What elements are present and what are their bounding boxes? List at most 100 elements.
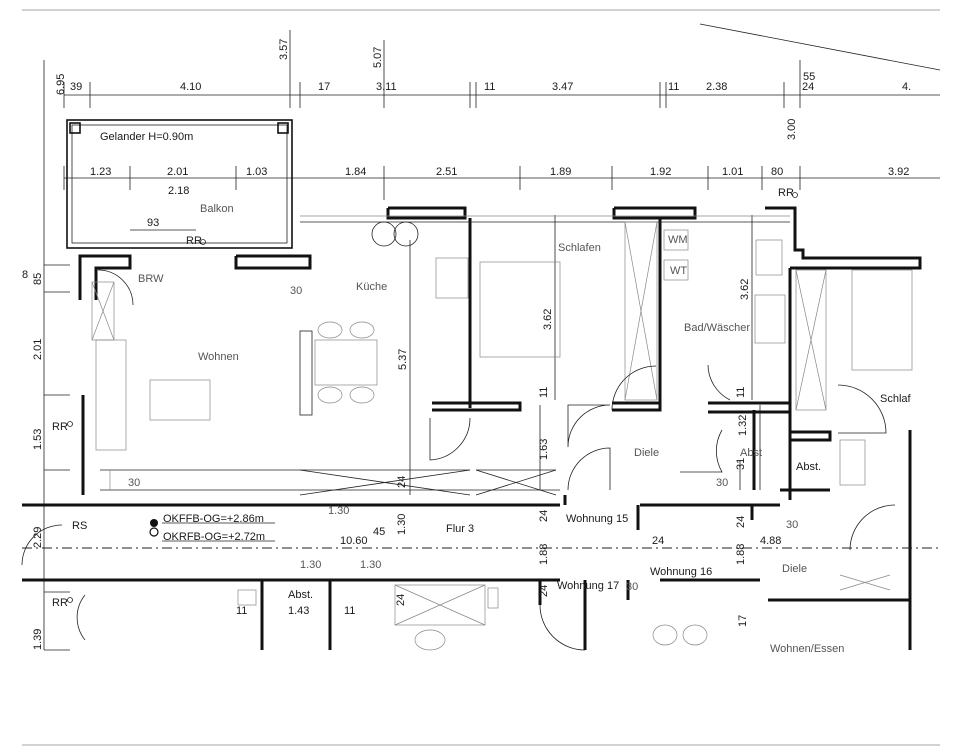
small-30e: 30 — [626, 581, 638, 593]
interior-lines — [91, 215, 913, 651]
dim-top-1: 39 — [70, 81, 82, 93]
dim-interior-17: 4.88 — [760, 535, 781, 547]
dim-interior-7: 1.63 — [538, 439, 550, 460]
wt-label: WT — [670, 265, 687, 277]
dim-interior-10: 24 — [396, 476, 408, 488]
small-130b: 1.30 — [300, 559, 321, 571]
dim-second-1: 1.23 — [90, 166, 111, 178]
room-label-kuche: Küche — [356, 281, 387, 293]
dim-top-7: 11 — [484, 81, 495, 93]
dim-interior-24: 24 — [395, 594, 407, 606]
door-swings — [21, 269, 896, 651]
dim-interior-6: 11 — [735, 387, 747, 398]
room-label-diele-right: Diele — [782, 563, 807, 575]
dim-interior-15: 1.88 — [538, 544, 550, 565]
dim-interior-27: 55 — [803, 71, 815, 83]
room-label-abst-right: Abst. — [796, 461, 821, 473]
dim-top-3: 3.57 — [278, 39, 290, 60]
room-label-abst-bottom: Abst. — [288, 589, 313, 601]
room-label-wohnung16: Wohnung 16 — [650, 566, 712, 578]
dim-interior-4: 3.62 — [739, 279, 751, 300]
dim-second-3: 1.03 — [246, 166, 267, 178]
dim-interior-9: 31 — [735, 458, 747, 470]
dim-second-11: 3.92 — [888, 166, 909, 178]
dim-interior-21: 1.43 — [288, 605, 309, 617]
rs-label: RS — [72, 520, 87, 532]
dim-left-5: 2.29 — [32, 527, 44, 548]
room-label-schlaf: Schlaf — [880, 393, 912, 405]
dim-interior-18: 1.88 — [735, 544, 747, 565]
roof-edge-line — [699, 23, 941, 71]
small-30a: 30 — [290, 285, 302, 297]
dim-second-10: 80 — [771, 166, 783, 178]
dim-top-5: 3.11 — [376, 81, 397, 93]
room-label-flur: Flur 3 — [446, 523, 474, 535]
rr-label-left1: RR — [52, 421, 68, 433]
small-30d: 30 — [786, 519, 798, 531]
dimension-lines — [43, 30, 940, 651]
dim-left-1: 6.95 — [55, 74, 67, 95]
room-label-schlafen: Schlafen — [558, 242, 601, 254]
room-label-wohnen: Wohnen — [198, 351, 239, 363]
dim-second-7: 1.89 — [550, 166, 571, 178]
dim-top-8: 3.47 — [552, 81, 573, 93]
dim-interior-3: 3.62 — [542, 309, 554, 330]
dim-left-3: 2.01 — [32, 339, 44, 360]
dim-interior-19: 24 — [735, 516, 747, 528]
dim-top-10: 2.38 — [706, 81, 727, 93]
dim-top-6: 5.07 — [372, 47, 384, 68]
dim-second-4: 2.18 — [168, 185, 189, 197]
room-label-balkon: Balkon — [200, 203, 234, 215]
dim-second-2: 2.01 — [167, 166, 188, 178]
small-30c: 30 — [716, 477, 728, 489]
wm-label: WM — [668, 234, 688, 246]
level-marker-icon — [149, 519, 275, 542]
dim-interior-13: 45 — [373, 526, 385, 538]
brw-label: BRW — [138, 273, 164, 285]
dim-interior-8: 1.32 — [737, 415, 749, 436]
dim-interior-5: 11 — [538, 387, 550, 398]
dim-top-9: 11 — [668, 81, 679, 93]
dim-left-2: 85 — [32, 273, 44, 285]
rr-label-left2: RR — [52, 597, 68, 609]
dim-interior-20: 24 — [538, 585, 550, 597]
room-label-diele: Diele — [634, 447, 659, 459]
room-label-abst-small: Abst — [740, 447, 762, 459]
rr-label-top-right: RR — [778, 187, 794, 199]
room-label-bad: Bad/Wäscher — [684, 322, 750, 334]
dim-left-6: 1.39 — [32, 629, 44, 650]
dim-top-12: 4. — [902, 81, 911, 93]
room-label-wohnen-essen: Wohnen/Essen — [770, 643, 844, 655]
dim-interior-25: 17 — [737, 615, 749, 627]
dim-second-9: 1.01 — [722, 166, 743, 178]
balcony — [66, 119, 293, 249]
room-label-wohnung15: Wohnung 15 — [566, 513, 628, 525]
railing-note: Gelander H=0.90m — [100, 131, 193, 143]
dim-interior-28: 8 — [22, 269, 28, 281]
dim-top-4: 17 — [318, 81, 330, 93]
dim-second-5: 1.84 — [345, 166, 366, 178]
dim-top-2: 4.10 — [180, 81, 201, 93]
dim-interior-22: 11 — [236, 605, 247, 617]
dim-interior-1: 93 — [147, 217, 159, 229]
dim-interior-26: 3.00 — [786, 119, 798, 140]
dim-second-6: 2.51 — [436, 166, 457, 178]
dim-interior-14: 24 — [538, 510, 550, 522]
walls — [22, 206, 922, 650]
dim-interior-16: 24 — [652, 535, 664, 547]
floor-level-okrfb: OKRFB-OG=+2.72m — [163, 531, 265, 543]
room-label-wohnung17: Wohnung 17 — [557, 580, 619, 592]
dim-top-11: 24 — [802, 81, 814, 93]
small-130a: 1.30 — [328, 505, 349, 517]
rr-label-balkon: RR — [186, 235, 202, 247]
dim-interior-2: 5.37 — [397, 349, 409, 370]
small-130c: 1.30 — [360, 559, 381, 571]
floor-level-okffb: OKFFB-OG=+2.86m — [163, 513, 264, 525]
dim-interior-12: 10.60 — [340, 535, 368, 547]
dim-left-4: 1.53 — [32, 429, 44, 450]
dim-interior-23: 11 — [344, 605, 355, 617]
dim-interior-11: 1.30 — [396, 514, 408, 535]
dim-second-8: 1.92 — [650, 166, 671, 178]
rr-markers — [67, 192, 798, 603]
small-30b: 30 — [128, 477, 140, 489]
